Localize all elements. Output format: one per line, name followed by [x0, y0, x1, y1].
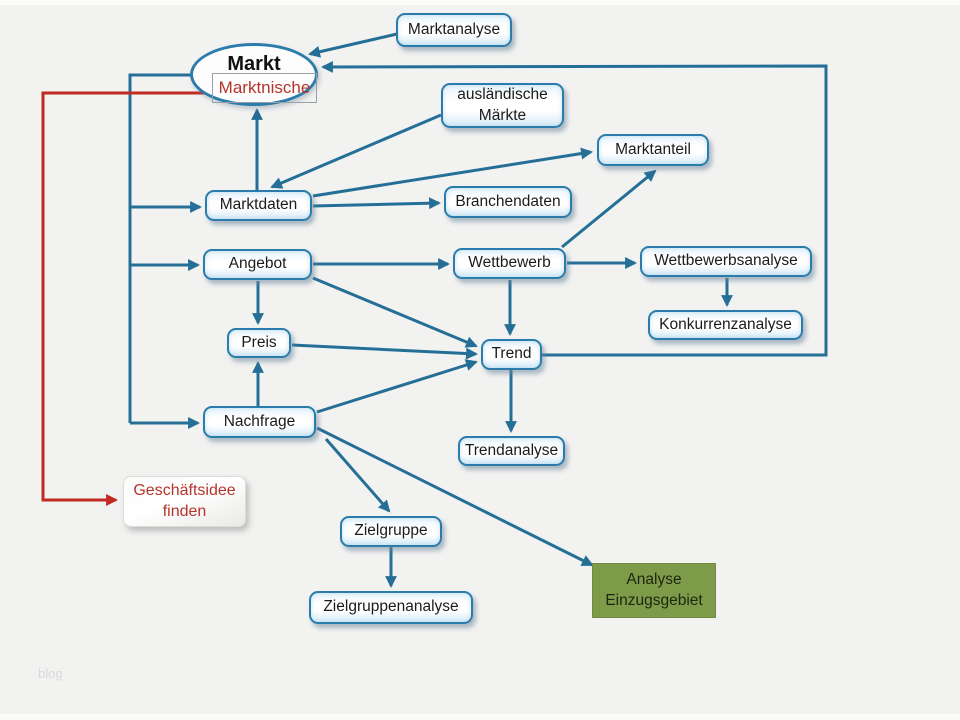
node-preis: Preis	[227, 328, 291, 358]
edge-marktanalyse-markt	[308, 32, 398, 58]
edge-marktdaten-branchendaten	[312, 197, 441, 210]
edge-marktdaten-marktanteil	[312, 147, 593, 198]
node-geschaeftsidee-finden: Geschäftsidee finden	[123, 476, 246, 527]
edge-nachfrage-analyse-einzugsgebiet	[316, 426, 594, 567]
node-marktanteil: Marktanteil	[597, 134, 709, 166]
node-auslaendische-maerkte: ausländische Märkte	[441, 83, 564, 128]
edge-markt-left-rail	[128, 73, 191, 423]
node-zielgruppe: Zielgruppe	[340, 516, 442, 547]
node-marktnische: Marktnische	[212, 73, 317, 103]
node-markt: Markt	[190, 43, 318, 106]
node-angebot: Angebot	[203, 249, 312, 280]
edge-trend-markt	[321, 61, 828, 357]
edge-angebot-trend	[312, 276, 478, 348]
edge-nachfrage-zielgruppe	[324, 438, 391, 513]
edge-wettbewerb-marktanteil	[561, 169, 657, 249]
node-marktdaten: Marktdaten	[205, 190, 312, 221]
edge-auslaendische-maerkte-marktdaten	[270, 113, 442, 189]
edge-nachfrage-trend	[316, 359, 478, 414]
node-trendanalyse: Trendanalyse	[458, 436, 565, 466]
page-margin-top	[0, 0, 960, 5]
node-analyse-einzugsgebiet: Analyse Einzugsgebiet	[592, 563, 716, 618]
watermark: blog	[38, 666, 63, 681]
node-trend: Trend	[481, 339, 542, 370]
node-branchendaten: Branchendaten	[444, 186, 572, 218]
node-nachfrage: Nachfrage	[203, 406, 316, 438]
node-marktanalyse: Marktanalyse	[396, 13, 512, 47]
node-wettbewerb: Wettbewerb	[453, 248, 566, 279]
edge-marktnische-geschaeftsidee-finden	[41, 91, 258, 506]
node-konkurrenzanalyse: Konkurrenzanalyse	[648, 310, 803, 340]
node-wettbewerbsanalyse: Wettbewerbsanalyse	[640, 246, 812, 277]
edge-preis-trend	[291, 343, 478, 360]
node-zielgruppenanalyse: Zielgruppenanalyse	[309, 591, 473, 624]
page-margin-bottom	[0, 714, 960, 720]
